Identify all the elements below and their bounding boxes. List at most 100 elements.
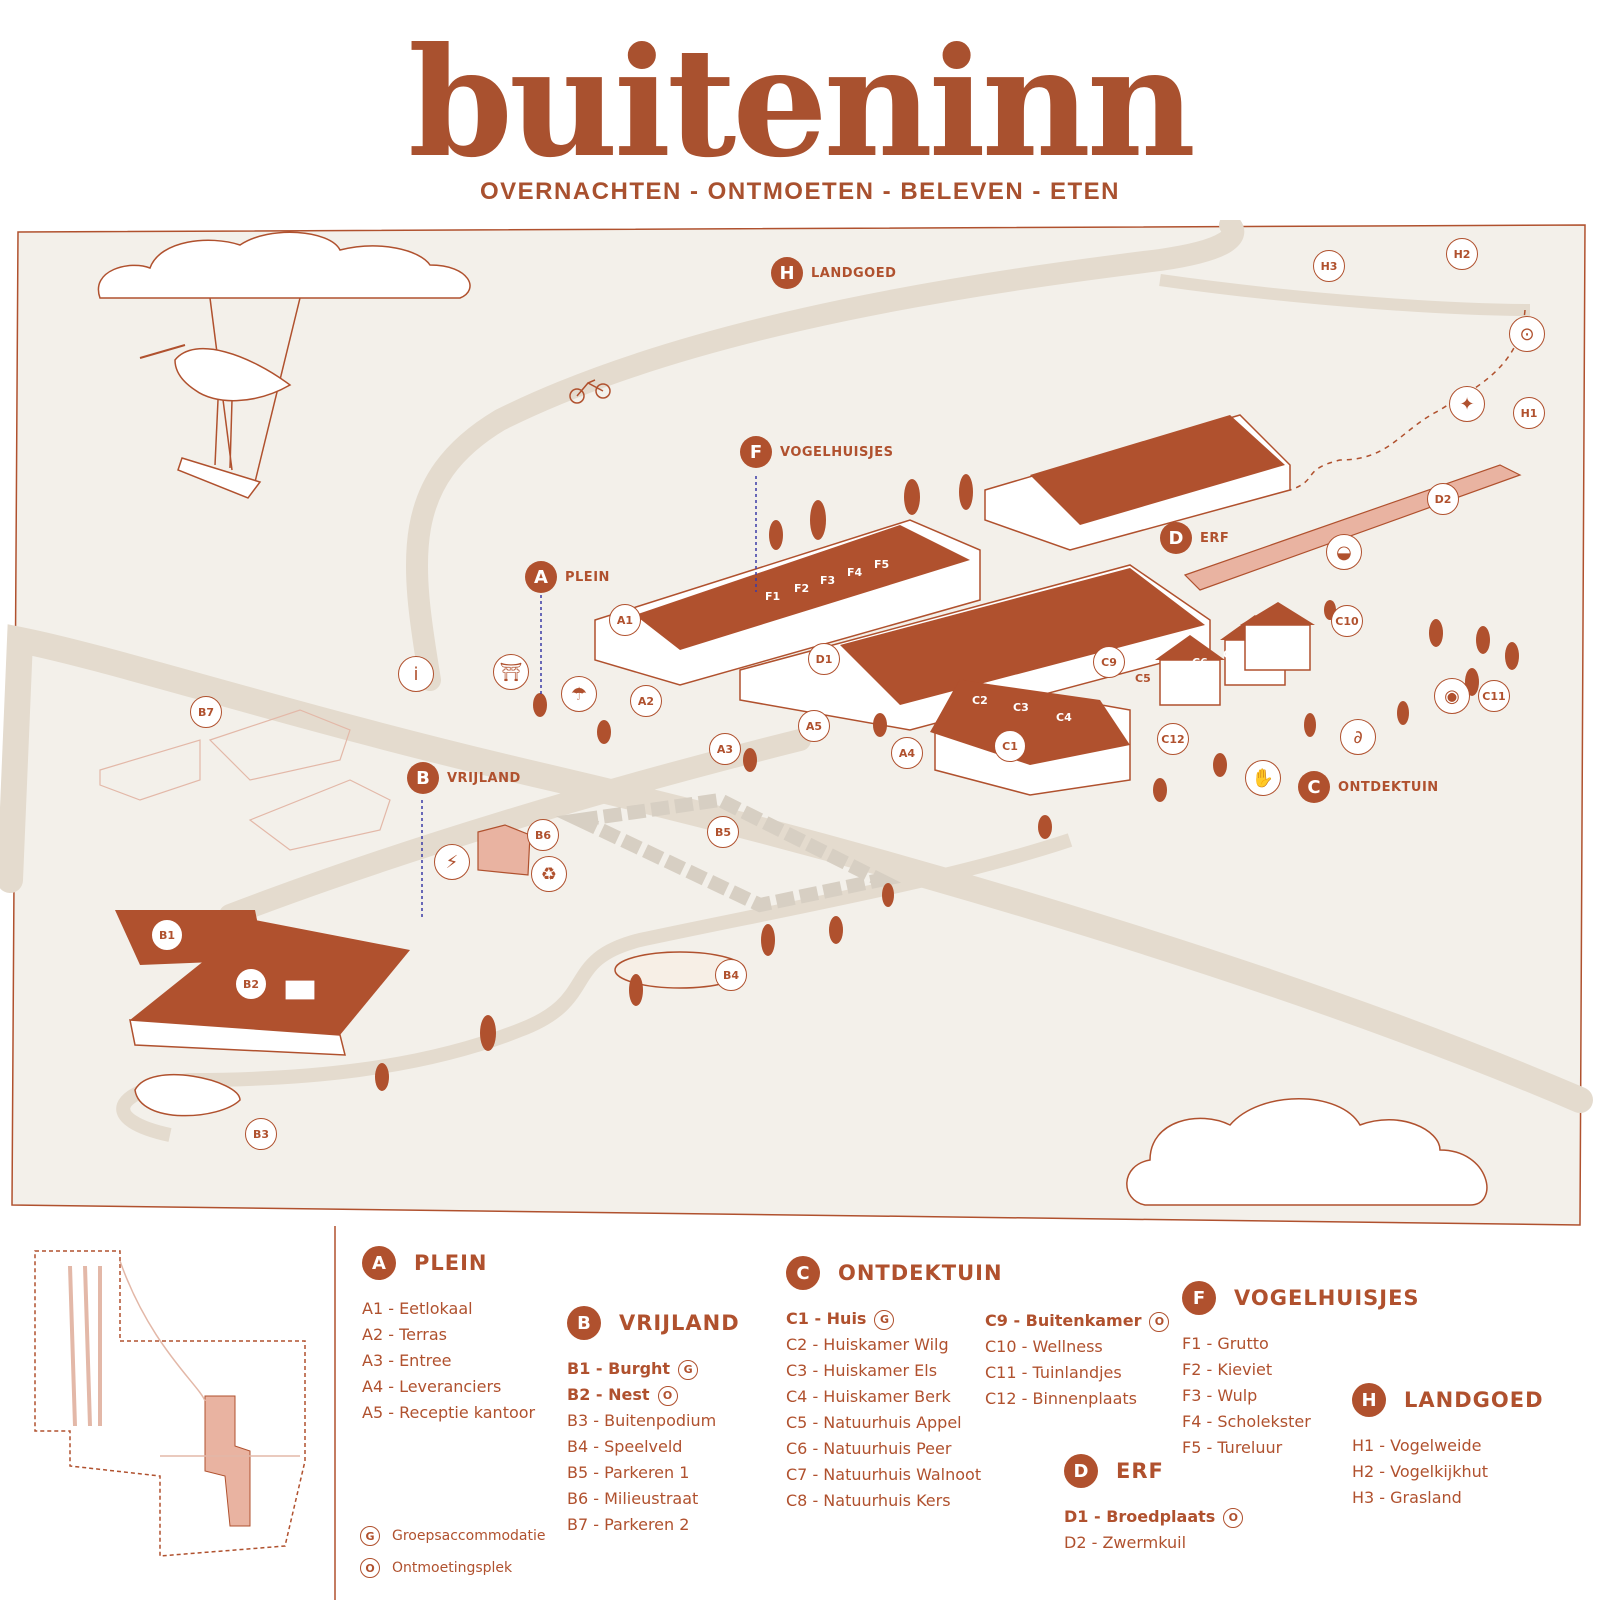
group-accommodation-icon: G [874,1309,895,1330]
nest-roof [130,920,410,1035]
legend-item-a5: A5 - Receptie kantoor [362,1403,536,1422]
recycle-bag-icon: ♻ [531,856,567,892]
legend-item-c12: C12 - Binnenplaats [985,1389,1137,1408]
info-icon[interactable]: i [398,656,434,692]
legend-item-c10: C10 - Wellness [985,1337,1103,1356]
cloud-top-left [97,231,471,299]
binoculars-icon: ⊙ [1509,316,1545,352]
legend-item-b5: B5 - Parkeren 1 [567,1463,690,1482]
legend-item-c6: C6 - Natuurhuis Peer [786,1439,952,1458]
legend-title-b: VRIJLAND [619,1311,740,1335]
legend-title-c: ONTDEKTUIN [838,1261,1003,1285]
mini-map-buildings [204,1395,251,1527]
roof-label-c4: C4 [1056,711,1072,724]
legend-badge-f: F [1182,1281,1216,1315]
gate-icon: ⛩ [493,654,529,690]
brand-title: buiteninn [408,15,1196,191]
roof-label-f2: F2 [794,582,810,595]
roof-label-c7: C7 [1223,648,1239,661]
legend-item-f5: F5 - Tureluur [1182,1438,1283,1457]
meeting-place-icon: O [360,1558,380,1578]
cloud-bottom-right [1126,1098,1488,1206]
hands-icon: ✋ [1245,760,1281,796]
bicycle-icon [569,379,611,404]
marker-a4[interactable]: A4 [891,737,923,769]
marker-d2[interactable]: D2 [1427,483,1459,515]
legend-item-f3: F3 - Wulp [1182,1386,1258,1405]
roof-label-c3: C3 [1013,701,1029,714]
zone-name: LANDGOED [811,265,897,281]
marker-b5[interactable]: B5 [707,816,739,848]
parking-1 [555,792,902,913]
legend-title-h: LANDGOED [1404,1388,1544,1412]
marker-c10[interactable]: C10 [1331,605,1363,637]
legend-item-a1: A1 - Eetlokaal [362,1299,473,1318]
legend-item-h2: H2 - Vogelkijkhut [1352,1462,1489,1481]
legend-item-b3: B3 - Buitenpodium [567,1411,717,1430]
legend-item-a2: A2 - Terras [362,1325,447,1344]
landgoed-road [406,214,1245,691]
legend-badge-d: D [1064,1454,1098,1488]
bird-hide-path [1159,274,1531,316]
brand-subtitle: OVERNACHTEN - ONTMOETEN - BELEVEN - ETEN [479,178,1121,205]
legend-item-f1: F1 - Grutto [1182,1334,1269,1353]
legend-item-c7: C7 - Natuurhuis Walnoot [786,1465,982,1484]
roof-label-f5: F5 [874,558,890,571]
zone-name: ERF [1200,530,1230,546]
marker-c1[interactable]: C1 [994,730,1026,762]
roof-label-c8: C8 [1280,628,1296,641]
trees [375,474,1519,1091]
marker-b4[interactable]: B4 [715,959,747,991]
marker-b1[interactable]: B1 [151,919,183,951]
meeting-place-icon: O [1149,1311,1170,1332]
marker-b6[interactable]: B6 [527,819,559,851]
roof-label-c5: C5 [1135,672,1151,685]
marker-b2[interactable]: B2 [235,968,267,1000]
marker-c12[interactable]: C12 [1157,723,1189,755]
marker-b7[interactable]: B7 [190,696,222,728]
marker-d1[interactable]: D1 [808,643,840,675]
meeting-place-icon: O [657,1385,678,1406]
legend-item-d2: D2 - Zwermkuil [1064,1533,1187,1552]
mini-map-boundary [34,1250,306,1557]
top-barn-roof [1030,415,1285,525]
marker-a1[interactable]: A1 [609,604,641,636]
legend-item-c3: C3 - Huiskamer Els [786,1361,938,1380]
legend-item-c8: C8 - Natuurhuis Kers [786,1491,951,1510]
legend-item-c2: C2 - Huiskamer Wilg [786,1335,949,1354]
charging-icon: ⚡ [434,844,470,880]
marker-h2[interactable]: H2 [1446,238,1478,270]
legend-item-c5: C5 - Natuurhuis Appel [786,1413,962,1432]
marker-a2[interactable]: A2 [630,685,662,717]
marker-c9[interactable]: C9 [1093,646,1125,678]
roof-label-f4: F4 [847,566,863,579]
legend-title-a: PLEIN [414,1251,488,1275]
zone-name: VOGELHUISJES [780,444,894,460]
marker-h1[interactable]: H1 [1513,397,1545,429]
marker-c11[interactable]: C11 [1478,680,1510,712]
zone-name: ONTDEKTUIN [1338,779,1439,795]
marker-a3[interactable]: A3 [709,733,741,765]
ear-icon: ∂ [1340,719,1376,755]
zone-name: VRIJLAND [447,770,521,786]
marker-h3[interactable]: H3 [1313,250,1345,282]
marker-a5[interactable]: A5 [798,710,830,742]
marker-b3[interactable]: B3 [245,1118,277,1150]
roof-label-c2: C2 [972,694,988,707]
legend-frame [34,1226,336,1600]
